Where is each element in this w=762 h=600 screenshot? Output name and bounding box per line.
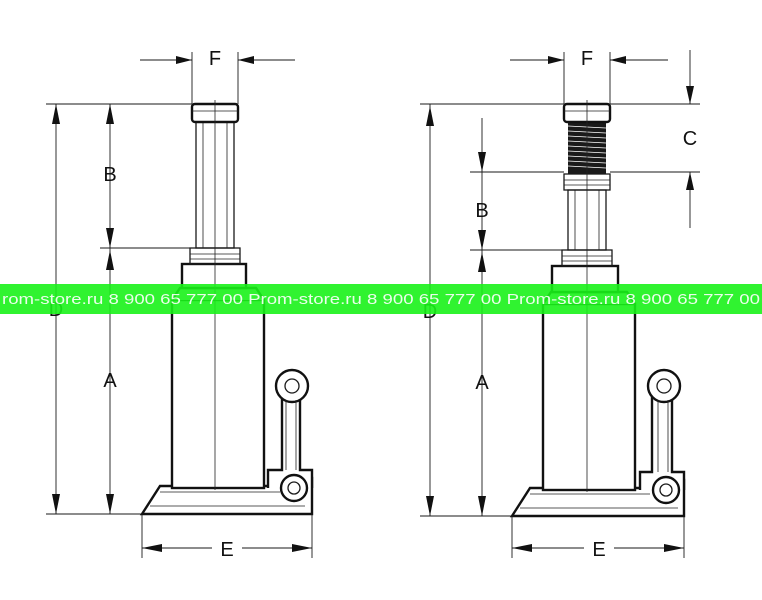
jack-left-label-b: B [103,164,116,186]
watermark-text: rom-store.ru 8 900 65 777 00 Prom-store.… [2,291,760,308]
jack-right-label-f: F [581,48,593,70]
jack-left-label-a: A [103,370,117,392]
watermark-band [0,284,762,314]
jack-right-label-e: E [592,539,605,561]
jack-left-cylinder [170,298,266,490]
jack-right-label-b: B [475,200,488,222]
jack-right-pump-socket [646,368,682,404]
jack-left-label-f: F [209,48,221,70]
jack-right-label-c: C [683,128,697,150]
jack-left-label-e: E [220,539,233,561]
jack-right-label-a: A [475,372,489,394]
jack-right-pump [638,390,686,490]
jack-left-pump-socket [274,368,310,404]
jack-right-cylinder [541,302,637,492]
